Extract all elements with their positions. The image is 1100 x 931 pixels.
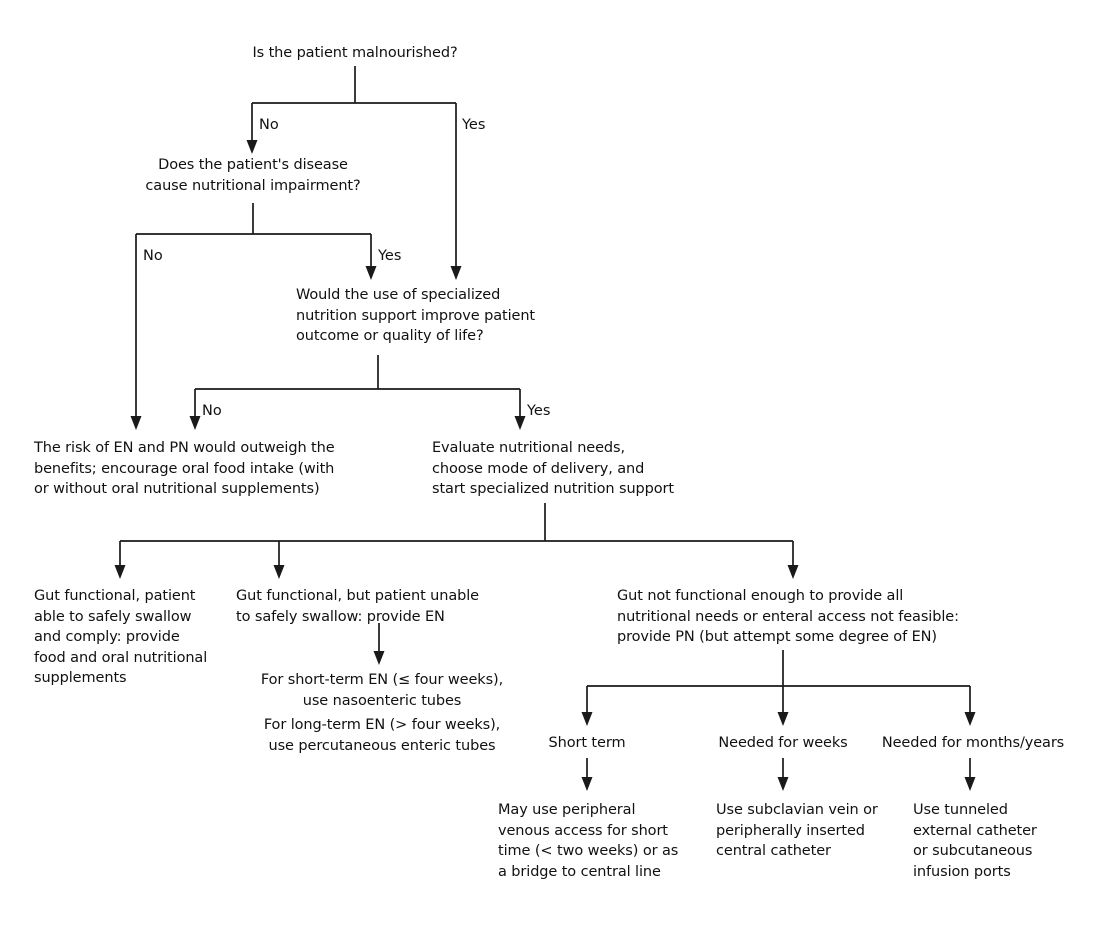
node-outcome-risk-outweighs-benefit: The risk of EN and PN would outweigh the… [34,440,335,497]
node-question-disease-impairment: Does the patient's disease cause nutriti… [145,157,361,194]
node-pn-tunneled-catheter-or-port: Use tunneled external catheter or subcut… [913,802,1037,880]
edge-label-q1-no: No [259,117,279,133]
node-pn-short-term-label: Short term [548,735,626,751]
node-branch-provide-en: Gut functional, but patient unable to sa… [236,588,480,625]
node-pn-subclavian-or-picc: Use subclavian vein or peripherally inse… [716,802,878,859]
node-pn-weeks-label: Needed for weeks [718,735,848,751]
edge-label-q2-yes: Yes [378,248,402,264]
edge-label-q3-yes: Yes [527,403,551,419]
edge-label-q1-yes: Yes [462,117,486,133]
edge-label-q2-no: No [143,248,163,264]
node-question-support-improves-outcome: Would the use of specialized nutrition s… [296,287,536,344]
node-branch-oral-food-and-supplements: Gut functional, patient able to safely s… [34,588,208,686]
node-pn-peripheral-venous-access: May use peripheral venous access for sho… [498,802,679,880]
node-pn-months-label: Needed for months/years [881,735,1065,751]
node-en-long-term-percutaneous: For long-term EN (> four weeks), use per… [263,717,501,754]
node-outcome-evaluate-and-start-support: Evaluate nutritional needs, choose mode … [432,440,674,497]
node-question-malnourished: Is the patient malnourished? [252,45,458,61]
node-en-short-term-nasoenteric: For short-term EN (≤ four weeks), use na… [260,672,504,709]
edge-label-q3-no: No [202,403,222,419]
node-branch-provide-pn: Gut not functional enough to provide all… [617,588,959,645]
